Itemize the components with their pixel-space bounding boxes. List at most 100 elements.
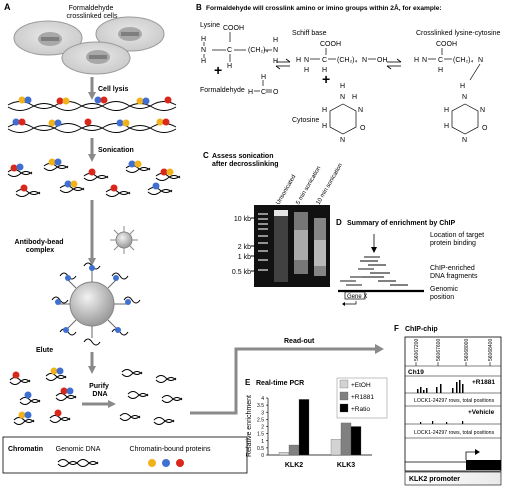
- label-genomic-line1: Genomic: [430, 286, 459, 293]
- bar-klk2-ratio: [298, 399, 310, 456]
- panel-a-letter: A: [4, 2, 11, 12]
- svg-text:(CH₂)₄: (CH₂)₄: [453, 57, 473, 64]
- legend-swatch: [339, 391, 349, 401]
- svg-text:C: C: [322, 57, 327, 64]
- svg-text:N: N: [358, 107, 363, 114]
- lysine-atoms: COOH H N H C H (CH₂)₄ N H H: [201, 25, 278, 70]
- chrom-label: Ch19: [408, 369, 424, 376]
- step-purify: Purify DNA: [89, 383, 111, 398]
- svg-text:H: H: [273, 37, 278, 44]
- marker-2kb: 2 kb: [238, 244, 251, 251]
- panel-c-title: Assess sonication after decrosslinking: [212, 153, 279, 168]
- svg-text:C: C: [261, 89, 266, 96]
- label-fragments-line1: ChIP-enriched: [430, 265, 475, 272]
- label-location-line2: protein binding: [430, 240, 476, 247]
- svg-text:C: C: [438, 57, 443, 64]
- svg-text:N: N: [362, 57, 367, 64]
- svg-text:H: H: [322, 107, 327, 114]
- legend-red-protein: [176, 459, 184, 467]
- legend-chromatin-proteins: Chromatin-bound proteins: [130, 446, 211, 453]
- panel-a-legend: Chromatin Genomic DNA Chromatin-bound pr…: [2, 436, 248, 474]
- svg-text:H: H: [201, 36, 206, 43]
- svg-text:H: H: [273, 58, 278, 65]
- panel-f-letter: F: [394, 324, 399, 333]
- step-antibody-line2: complex: [26, 247, 55, 254]
- panel-f: F ChIP-chip 56067200 56067600 56068000 5…: [394, 324, 502, 486]
- legend-chromatin: Chromatin: [8, 446, 43, 453]
- gel-lane-labels: Unsonicated 5 min sonication 10 min soni…: [276, 163, 345, 206]
- cells-label: Formaldehyde crosslinked cells: [67, 5, 118, 20]
- step-purify-line2: DNA: [92, 391, 107, 398]
- svg-text:N: N: [478, 57, 483, 64]
- legend-blue-protein: [162, 459, 170, 467]
- cytosine-structure: H N H H H N N O: [322, 83, 366, 144]
- bar-klk2-r1881: [288, 444, 300, 456]
- readout-label: Read-out: [284, 338, 315, 345]
- sonicated-fragments: [7, 163, 181, 197]
- panel-b: B Formaldehyde will crosslink amino or i…: [196, 3, 501, 144]
- track1-label: +R1881: [472, 379, 495, 386]
- y-tick-label: 2: [261, 425, 264, 431]
- label-genomic-line2: position: [430, 294, 454, 301]
- chart-ylabel: Relative enrichment: [246, 395, 253, 457]
- label-location: Location of target protein binding: [430, 232, 486, 247]
- svg-text:O: O: [273, 89, 279, 96]
- panel-c-title-line2: after decrosslinking: [212, 161, 279, 168]
- y-tick-label: 1.5: [257, 432, 264, 438]
- step-antibody-line1: Antibody-bead: [15, 239, 64, 246]
- track1-peaks: [417, 380, 464, 393]
- y-tick-label: 3: [261, 410, 264, 416]
- svg-text:N: N: [340, 94, 345, 101]
- label-cytosine: Cytosine: [292, 117, 319, 124]
- svg-text:N: N: [273, 47, 278, 54]
- lysine-structure: [203, 32, 272, 62]
- bar-klk3-r1881: [340, 422, 352, 456]
- eluted-proteins: [12, 367, 74, 419]
- svg-text:N: N: [462, 137, 467, 144]
- y-tick-label: 1: [261, 439, 264, 445]
- track2-label: +Vehicle: [468, 409, 495, 416]
- panel-c: C Assess sonication after decrosslinking…: [203, 151, 344, 287]
- svg-text:(CH₂)₄: (CH₂)₄: [337, 57, 357, 64]
- svg-text:H: H: [322, 123, 327, 130]
- svg-text:N: N: [480, 107, 485, 114]
- svg-text:O: O: [482, 125, 488, 132]
- svg-text:COOH: COOH: [436, 41, 457, 48]
- svg-text:H: H: [444, 107, 449, 114]
- promoter-label: KLK2 promoter: [409, 476, 460, 483]
- svg-text:O: O: [360, 125, 366, 132]
- label-genomic: Genomic position: [430, 286, 460, 301]
- gene-box: [344, 291, 366, 300]
- marker-10kb: 10 kb: [234, 216, 251, 223]
- track2-peaks: [420, 421, 464, 424]
- chip-fragments: [340, 256, 408, 286]
- legend-yellow-protein: [148, 459, 156, 467]
- label-formaldehyde: Formaldehyde: [200, 87, 245, 94]
- svg-text:H: H: [444, 123, 449, 130]
- equilibrium-arrow-2: [386, 58, 402, 70]
- svg-text:H: H: [322, 67, 327, 74]
- formaldehyde-structure: H C O H: [248, 74, 279, 96]
- legend-genomic-dna: Genomic DNA: [56, 446, 101, 453]
- schiff-base-structure: COOH H N C (CH₂)₄ N OH H H: [296, 41, 388, 74]
- label-schiff-base: Schiff base: [292, 30, 327, 37]
- gel-markers: 10 kb 2 kb 1 kb 0.5 kb: [232, 216, 255, 276]
- bar-klk3-ratio: [350, 426, 362, 456]
- panel-b-letter: B: [196, 3, 202, 12]
- eluted-chromatin: [9, 373, 77, 425]
- svg-text:H: H: [340, 83, 345, 90]
- bar-klk3-etoh: [330, 439, 342, 456]
- panel-a: A Formaldehyde crosslinked cells Cell ly…: [2, 2, 248, 474]
- plus-1: +: [214, 62, 222, 78]
- label-location-line1: Location of target: [430, 232, 484, 239]
- legend-dna-icon: [57, 459, 99, 465]
- svg-text:H: H: [352, 94, 357, 101]
- step-lysis: Cell lysis: [98, 86, 128, 93]
- y-tick-label: 2.5: [257, 417, 264, 423]
- crosslinked-cells: [13, 16, 165, 75]
- chromatin-after-lysis: [7, 96, 177, 133]
- svg-text:N: N: [340, 137, 345, 144]
- gel-image: [254, 205, 330, 287]
- coordinate-ticks: 56067200 56067600 56068000 56068400: [405, 339, 501, 367]
- chart-legend: +EtOH+R1881+Ratio: [336, 377, 388, 419]
